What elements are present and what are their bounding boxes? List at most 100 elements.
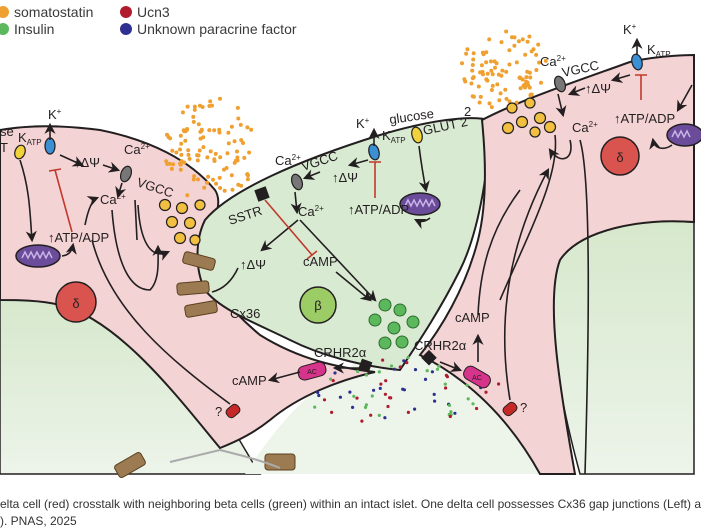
legend-swatch-ucn3 (120, 6, 132, 18)
camp-label: cAMP (232, 373, 267, 388)
secreted-hormone-dot (484, 50, 489, 55)
secreted-hormone-dot (517, 75, 522, 80)
atp-adp-label: ↑ATP/ADP (614, 111, 675, 126)
secreted-hormone-dot (512, 43, 517, 48)
secreted-hormone-dot (487, 101, 492, 106)
secreted-hormone-dot (178, 133, 183, 138)
paracrine-dot (322, 398, 327, 402)
paracrine-dot (356, 369, 360, 374)
glut-channel-icon (14, 144, 26, 160)
paracrine-dot (392, 367, 396, 371)
secreted-hormone-dot (222, 188, 227, 193)
secreted-hormone-dot (195, 158, 200, 163)
paracrine-dot (364, 403, 368, 407)
secreted-hormone-dot (164, 159, 169, 164)
somatostatin-granules-right (501, 97, 557, 138)
paracrine-dot (381, 358, 385, 362)
islet-crosstalk-diagram: somatostatin Insulin Ucn3 Unknown paracr… (0, 4, 701, 478)
paracrine-dot (413, 407, 417, 411)
paracrine-dot (444, 373, 448, 377)
secreted-hormone-dot (217, 127, 222, 132)
secreted-hormone-dot (192, 174, 197, 179)
secreted-hormone-dot (489, 88, 494, 92)
secreted-hormone-dot (496, 72, 501, 77)
secreted-hormone-dot (225, 151, 230, 156)
camp-label: cAMP (455, 310, 490, 325)
paracrine-dot (471, 402, 475, 406)
left-delta-nucleus-label: δ (72, 296, 79, 311)
paracrine-dot (370, 394, 374, 398)
secreted-hormone-dot (478, 70, 483, 75)
secreted-hormone-dot (534, 68, 539, 72)
paracrine-dot (449, 410, 453, 414)
secreted-hormone-dot (226, 130, 231, 135)
secreted-hormone-dot (235, 155, 240, 160)
secreted-hormone-dot (488, 59, 493, 64)
paracrine-dot (406, 355, 410, 360)
adenylyl-cyclase-left: AC (297, 361, 327, 381)
unknown-receptor-label: ? (520, 400, 527, 415)
secreted-hormone-dot (504, 69, 509, 74)
insulin-granules (368, 298, 420, 350)
paracrine-dot (338, 395, 342, 399)
paracrine-dot (466, 397, 470, 401)
mitochondrion-icon (666, 123, 701, 147)
secreted-hormone-dot (186, 152, 191, 157)
secreted-hormone-dot (481, 72, 485, 77)
vgcc-channel-icon (290, 173, 304, 191)
secreted-hormone-dot (213, 151, 218, 156)
secreted-hormone-dot (494, 61, 499, 66)
legend-label-insulin: Insulin (14, 21, 54, 37)
secreted-hormone-dot (236, 116, 241, 121)
secreted-hormone-dot (229, 173, 234, 178)
secreted-hormone-dot (218, 186, 223, 190)
secreted-hormone-dot (489, 68, 494, 73)
glut-label-partial: T (0, 140, 8, 155)
caption-line-1: elta cell (red) crosstalk with neighbori… (0, 497, 701, 511)
figure-caption: elta cell (red) crosstalk with neighbori… (0, 496, 701, 530)
paracrine-dot (317, 393, 321, 398)
paracrine-dot (333, 371, 337, 375)
paracrine-dot (313, 405, 317, 409)
atp-adp-label: ↑ATP/ADP (48, 230, 109, 245)
secreted-hormone-dot (187, 156, 192, 161)
katp-channel-icon (631, 53, 643, 71)
paracrine-dot (329, 377, 333, 381)
secreted-hormone-dot (196, 177, 200, 182)
secreted-hormone-dot (178, 162, 183, 167)
paracrine-dot (377, 413, 381, 417)
secreted-hormone-dot (185, 127, 189, 132)
paracrine-dot (372, 388, 376, 392)
glut-channel-icon (411, 126, 423, 144)
secreted-hormone-dot (536, 42, 541, 47)
paracrine-dot (331, 379, 335, 383)
paracrine-dot (425, 369, 429, 373)
secreted-hormone-dot (471, 75, 476, 80)
secreted-hormone-dot (471, 94, 476, 99)
paracrine-dot (447, 403, 452, 407)
secreted-hormone-dot (180, 110, 185, 115)
caption-line-2: ). PNAS, 2025 (0, 514, 77, 528)
secreted-hormone-dot (471, 57, 476, 62)
paracrine-dot (379, 382, 383, 386)
secreted-hormone-dot (201, 145, 206, 150)
vgcc-channel-icon (553, 75, 567, 93)
crhr2a-label: CRHR2α (414, 338, 467, 353)
secreted-hormone-dot (212, 157, 217, 162)
secreted-hormone-dot (205, 180, 209, 185)
glucose-label-partial: se (0, 124, 14, 139)
secreted-hormone-dot (192, 107, 197, 112)
secreted-hormone-dot (212, 128, 217, 133)
secreted-hormone-dot (206, 174, 211, 179)
secreted-hormone-dot (470, 63, 475, 67)
paracrine-dot (484, 390, 488, 394)
secreted-hormone-dot (477, 100, 482, 105)
paracrine-dot (413, 368, 418, 372)
adenylyl-cyclase-right: AC (463, 365, 491, 389)
unknown-receptor-icon (225, 403, 241, 419)
secreted-hormone-dot (485, 71, 490, 76)
paracrine-dot (388, 396, 392, 400)
secreted-hormone-dot (514, 100, 519, 105)
secreted-hormone-dot (207, 104, 212, 108)
secreted-hormone-dot (218, 155, 223, 160)
